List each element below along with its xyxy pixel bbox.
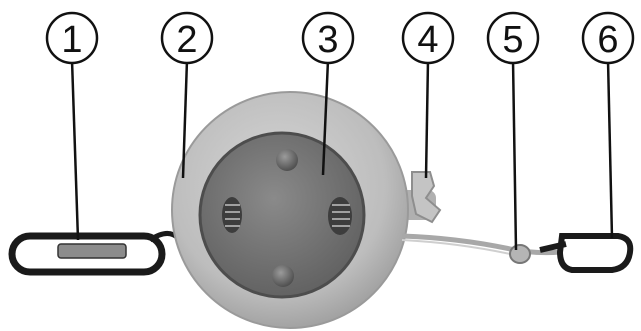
callout-1: 1 xyxy=(47,13,97,63)
spool-window-right xyxy=(328,197,352,235)
cord-knot xyxy=(510,245,530,263)
callout-3-label: 3 xyxy=(317,19,338,61)
callout-2: 2 xyxy=(162,13,212,63)
callout-3: 3 xyxy=(303,13,353,63)
leader-line-6 xyxy=(608,60,612,238)
callout-5-label: 5 xyxy=(502,19,523,61)
leader-line-1 xyxy=(72,60,78,240)
leader-line-4 xyxy=(426,60,428,178)
reel-inner-plate xyxy=(200,133,364,297)
callout-5: 5 xyxy=(488,13,538,63)
leader-line-5 xyxy=(513,60,516,250)
cord xyxy=(402,236,560,263)
spool-window-left xyxy=(222,197,242,233)
callout-1-label: 1 xyxy=(61,19,82,61)
callout-6: 6 xyxy=(583,13,633,63)
knob-bottom xyxy=(272,265,294,287)
left-carabiner xyxy=(12,233,178,272)
callout-4: 4 xyxy=(403,13,453,63)
carabiner-gate xyxy=(58,244,126,258)
callout-2-label: 2 xyxy=(176,19,197,61)
callout-6-label: 6 xyxy=(597,19,618,61)
callout-4-label: 4 xyxy=(417,19,438,61)
knob-top xyxy=(276,149,298,171)
